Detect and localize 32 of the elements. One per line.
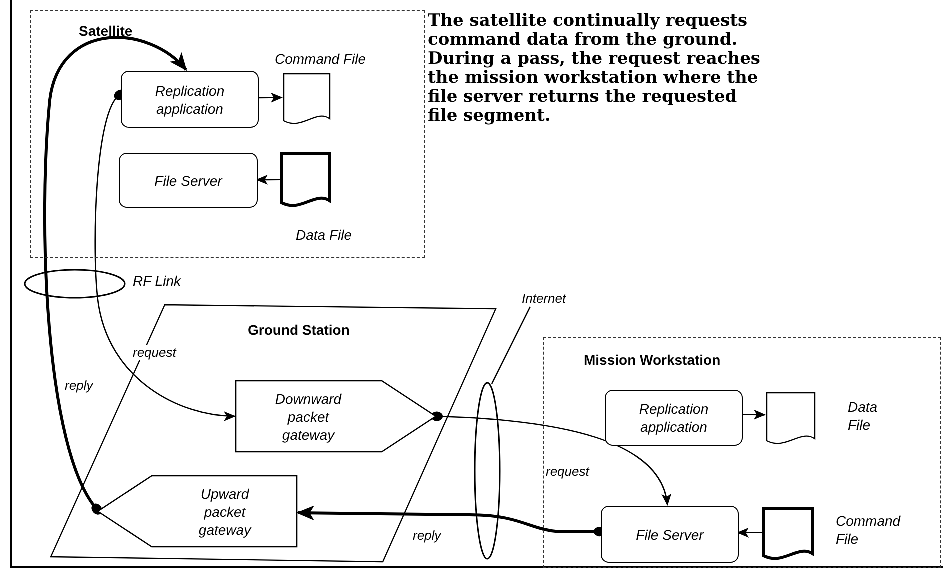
node-text: Upward packet gateway: [198, 484, 253, 538]
arrow: [737, 528, 762, 538]
gateway-pentagon: [97, 475, 298, 548]
arrow: [256, 174, 280, 185]
node-heading: Ground Station: [248, 321, 350, 340]
arrow: [94, 90, 236, 421]
document-label: Command File: [836, 512, 902, 548]
document-label: Command File: [275, 50, 368, 68]
node-text: Downward packet gateway: [274, 390, 343, 444]
arrow: [742, 410, 766, 420]
arrow: [258, 92, 283, 103]
gateway-pentagon: [235, 380, 437, 453]
document-label: Data File: [296, 226, 354, 244]
link-label: Internet: [522, 289, 578, 307]
system-boundary: [543, 337, 941, 568]
arrow: [431, 412, 670, 506]
edge-label: reply: [64, 378, 94, 393]
document-label: Data File: [848, 398, 879, 434]
process-box: File Server: [119, 153, 258, 208]
arrow: [44, 36, 188, 515]
node-heading: Satellite: [79, 22, 133, 41]
edge-label: request: [132, 345, 178, 360]
process-box: File Server: [601, 506, 739, 563]
link-label: RF Link: [133, 272, 182, 290]
edge-label: reply: [412, 528, 442, 543]
system-boundary: [30, 10, 425, 258]
process-box: Replication application: [605, 390, 743, 446]
leader-line: [491, 306, 531, 384]
process-box: Replication application: [121, 71, 259, 128]
ground-station-parallelogram: [50, 304, 497, 563]
node-heading: Mission Workstation: [584, 351, 721, 370]
description-text: The satellite continually requests command data from the ground. During a pass, the request reaches the mission workstation where the file server returns the requested file segment.: [428, 12, 762, 126]
